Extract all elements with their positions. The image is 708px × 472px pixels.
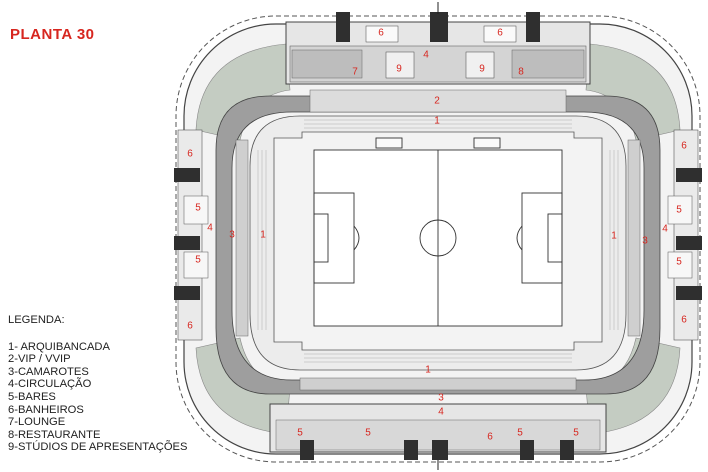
- label-s5c: 5: [517, 428, 523, 439]
- legend-item-vip: 2-VIP / VVIP: [8, 353, 71, 366]
- label-s6: 6: [487, 432, 493, 443]
- label-w1: 1: [260, 230, 266, 241]
- label-e3: 3: [642, 236, 648, 247]
- legend: LEGENDA: 1- ARQUIBANCADA 2-VIP / VVIP 3-…: [8, 314, 187, 454]
- label-n9b: 9: [479, 64, 485, 75]
- legend-item-bares: 5-BARES: [8, 390, 56, 403]
- label-w3: 3: [229, 230, 235, 241]
- seating-bowl: [249, 115, 627, 371]
- label-e5b: 5: [676, 257, 682, 268]
- concourse-ring: [215, 95, 661, 395]
- west-service-blocks: [174, 129, 209, 341]
- label-w5a: 5: [195, 203, 201, 214]
- label-n6a: 6: [378, 28, 384, 39]
- legend-heading: LEGENDA:: [8, 314, 65, 326]
- south-stand-building: [269, 403, 607, 460]
- legend-item-arquibancada: 1- ARQUIBANCADA: [8, 340, 110, 353]
- label-w6a: 6: [187, 149, 193, 160]
- label-w5b: 5: [195, 255, 201, 266]
- label-w6b: 6: [187, 321, 193, 332]
- legend-item-studios: 9-STÚDIOS DE APRESENTAÇÕES: [8, 441, 188, 454]
- label-s1: 1: [425, 365, 431, 376]
- label-e1: 1: [611, 231, 617, 242]
- label-s5d: 5: [573, 428, 579, 439]
- east-service-blocks: [667, 129, 702, 341]
- legend-item-banheiros: 6-BANHEIROS: [8, 403, 84, 416]
- label-s3: 3: [438, 393, 444, 404]
- north-stand-building: [285, 12, 591, 85]
- label-n9a: 9: [396, 64, 402, 75]
- legend-item-restaurante: 8-RESTAURANTE: [8, 428, 101, 441]
- legend-item-circulacao: 4-CIRCULAÇÃO: [8, 378, 92, 391]
- camarotes: [235, 139, 641, 391]
- label-s5a: 5: [297, 428, 303, 439]
- label-n7: 7: [352, 67, 358, 78]
- label-e5a: 5: [676, 205, 682, 216]
- label-e6b: 6: [681, 315, 687, 326]
- legend-item-camarotes: 3-CAMAROTES: [8, 365, 89, 378]
- vip-area: [309, 89, 567, 113]
- zone-number-labels: 6 6 4 7 9 9 8 2 1 1 3 4 5 5 6 5 5 6 5 4 …: [187, 28, 687, 443]
- label-n6b: 6: [497, 28, 503, 39]
- label-n8: 8: [518, 67, 524, 78]
- football-pitch: [313, 137, 563, 327]
- label-n2: 2: [434, 96, 440, 107]
- label-n4: 4: [423, 50, 429, 61]
- label-s5b: 5: [365, 428, 371, 439]
- label-w4: 4: [207, 223, 213, 234]
- plan-title: PLANTA 30: [10, 26, 95, 43]
- label-s4: 4: [438, 407, 444, 418]
- label-e4: 4: [662, 224, 668, 235]
- label-e6a: 6: [681, 141, 687, 152]
- label-n1: 1: [434, 116, 440, 127]
- legend-item-lounge: 7-LOUNGE: [8, 416, 66, 429]
